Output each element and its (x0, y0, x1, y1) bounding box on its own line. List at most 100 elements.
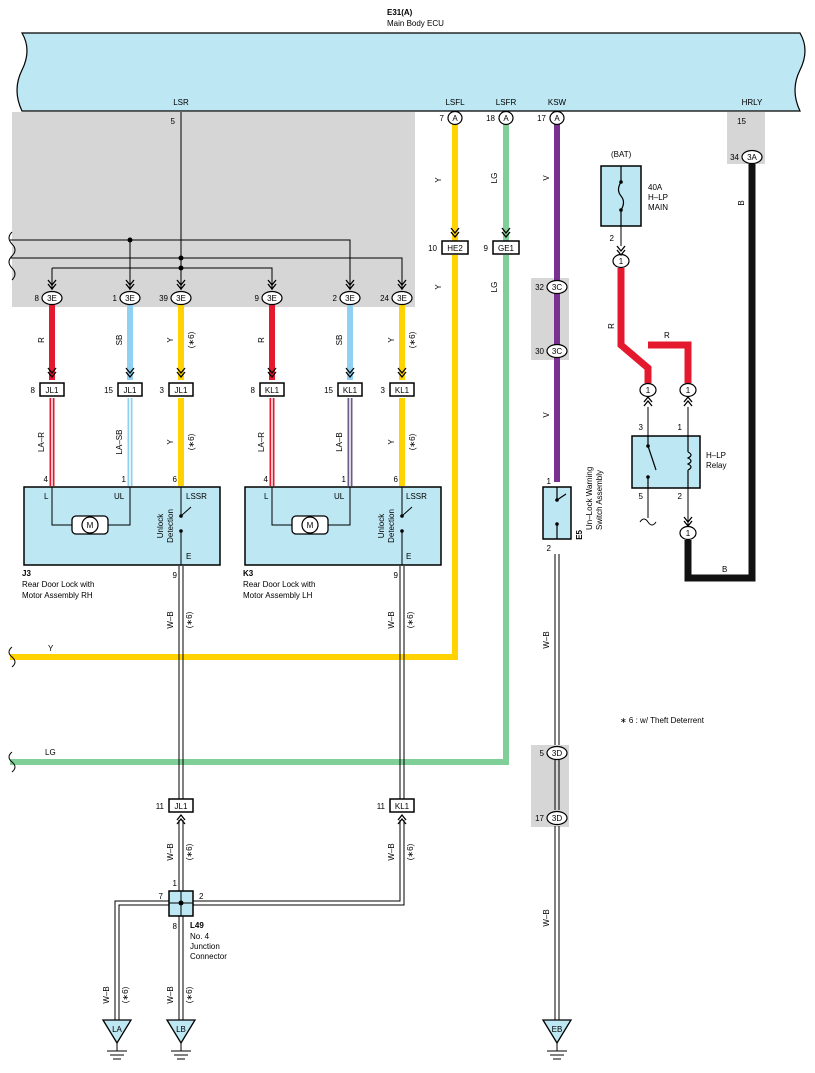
l49-name-3: Connector (190, 952, 227, 961)
pin-relay-5: 5 (639, 492, 644, 501)
wire-label-sb: SB (335, 335, 344, 346)
pin-3d: 5 (540, 749, 545, 758)
pin-jl1: 15 (104, 386, 113, 395)
pin-e5-2: 2 (547, 544, 552, 553)
fuse-rating: 40A (648, 183, 663, 192)
pin-fuse-2: 2 (610, 234, 615, 243)
fuse-bat: (BAT) (611, 150, 632, 159)
relay-name-2: Relay (706, 461, 726, 470)
pin-relay-3: 3 (639, 423, 644, 432)
connector-jl1: JL1 (46, 386, 59, 395)
connector-3e: 3E (47, 294, 57, 303)
connector-a: A (503, 114, 509, 123)
terminal-lsfr: LSFR (496, 98, 517, 107)
unlock-label: Unlock (377, 513, 386, 538)
terminal-l: L (44, 492, 49, 501)
pin-l49-7: 7 (159, 892, 164, 901)
oval-connectors: A 7 A 18 A 17 15 3A 34 3E 8 3E 1 3E 39 3… (35, 110, 763, 826)
connector-ge1: GE1 (498, 244, 515, 253)
pin-jl1: 8 (31, 386, 36, 395)
pin-j3-e: 9 (173, 571, 178, 580)
terminal-hrly: HRLY (742, 98, 763, 107)
terminal-ksw: KSW (548, 98, 567, 107)
pin-hrly: 15 (737, 117, 746, 126)
wire-label-v: V (542, 175, 551, 181)
pin-lsfl: 7 (440, 114, 445, 123)
wire-label-w-b: W–B (542, 909, 551, 926)
note-mark: (∗6) (406, 843, 415, 860)
j3-code: J3 (22, 569, 31, 578)
connector-jl1: JL1 (175, 386, 188, 395)
terminal-e: E (406, 552, 411, 561)
pin-3e: 2 (333, 294, 338, 303)
wire-label-w-b: W–B (542, 631, 551, 648)
note-mark: (∗6) (408, 331, 417, 348)
e5-name-1: Un–Lock Warning (585, 467, 594, 530)
pin-kl1: 8 (251, 386, 256, 395)
pin-e5-1: 1 (547, 477, 552, 486)
bus-junction-dots (127, 237, 184, 271)
terminal-lsr: LSR (173, 98, 189, 107)
pin-3e: 1 (113, 294, 118, 303)
l49-code: L49 (190, 921, 204, 930)
pin-lsfr: 18 (486, 114, 495, 123)
fuse-h-lp-main: (BAT) 2 40A H–LP MAIN (600, 150, 668, 246)
striped-wires (49, 398, 353, 486)
pin-relay-2: 2 (678, 492, 683, 501)
pin-l49-1: 1 (173, 879, 178, 888)
wire-label-w-b: W–B (387, 843, 396, 860)
wire-label-w-b: W–B (166, 611, 175, 628)
e5-code: E5 (575, 529, 584, 539)
wire-label-r: R (37, 337, 46, 343)
pin-k3-e: 9 (394, 571, 399, 580)
connector-1: 1 (686, 529, 691, 538)
pin-kl1: 15 (324, 386, 333, 395)
wire-label-lg: LG (45, 748, 56, 757)
motor-label: M (307, 521, 314, 530)
wire-break-marks (8, 231, 16, 281)
pin-lsr: 5 (171, 117, 176, 126)
colored-wires (10, 124, 756, 765)
pin-kl1: 11 (377, 802, 386, 811)
wire-label-sb: SB (115, 335, 124, 346)
pin-3c: 32 (535, 283, 544, 292)
k3-code: K3 (243, 569, 254, 578)
connector-1: 1 (619, 257, 624, 266)
connector-3c: 3C (552, 347, 562, 356)
connector-jl1: JL1 (124, 386, 137, 395)
note-mark: (∗6) (187, 433, 196, 450)
j3-name-1: Rear Door Lock with (22, 580, 94, 589)
wire-label-la-r: LA–R (257, 432, 266, 452)
pin-hrly-3a: 34 (730, 153, 739, 162)
l49-name-2: Junction (190, 942, 220, 951)
pin-3e: 9 (255, 294, 260, 303)
wire-label-y: Y (387, 337, 396, 343)
note-mark: (∗6) (185, 986, 194, 1003)
connector-3e: 3E (125, 294, 135, 303)
pin-relay-1: 1 (678, 423, 683, 432)
wire-label-v: V (542, 412, 551, 418)
connector-kl1: KL1 (343, 386, 358, 395)
connector-he2: HE2 (447, 244, 463, 253)
connector-3e: 3E (397, 294, 407, 303)
connector-3e: 3E (176, 294, 186, 303)
h-lp-relay: 3 1 5 2 H–LP Relay (631, 407, 726, 526)
k3-name-2: Motor Assembly LH (243, 591, 313, 600)
wire-label-w-b: W–B (102, 986, 111, 1003)
wire-label-y: Y (166, 439, 175, 445)
pin-l49-8: 8 (173, 922, 178, 931)
motor-label: M (87, 521, 94, 530)
connector-kl1: KL1 (395, 802, 410, 811)
j3-door-lock-rh: 4 1 6 9 L UL LSSR E M Unlock Detection J… (22, 475, 221, 600)
junction-block-shade (12, 112, 415, 307)
note-mark: (∗6) (187, 331, 196, 348)
ground-icon (107, 1043, 127, 1060)
pin-3e: 8 (35, 294, 40, 303)
pin-ksw: 17 (537, 114, 546, 123)
wire-label-w-b: W–B (166, 986, 175, 1003)
connector-chevrons (47, 227, 693, 825)
e5-name-2: Switch Assembly (595, 470, 604, 530)
j3-name-2: Motor Assembly RH (22, 591, 93, 600)
connector-a: A (554, 114, 560, 123)
k3-name-1: Rear Door Lock with (243, 580, 315, 589)
